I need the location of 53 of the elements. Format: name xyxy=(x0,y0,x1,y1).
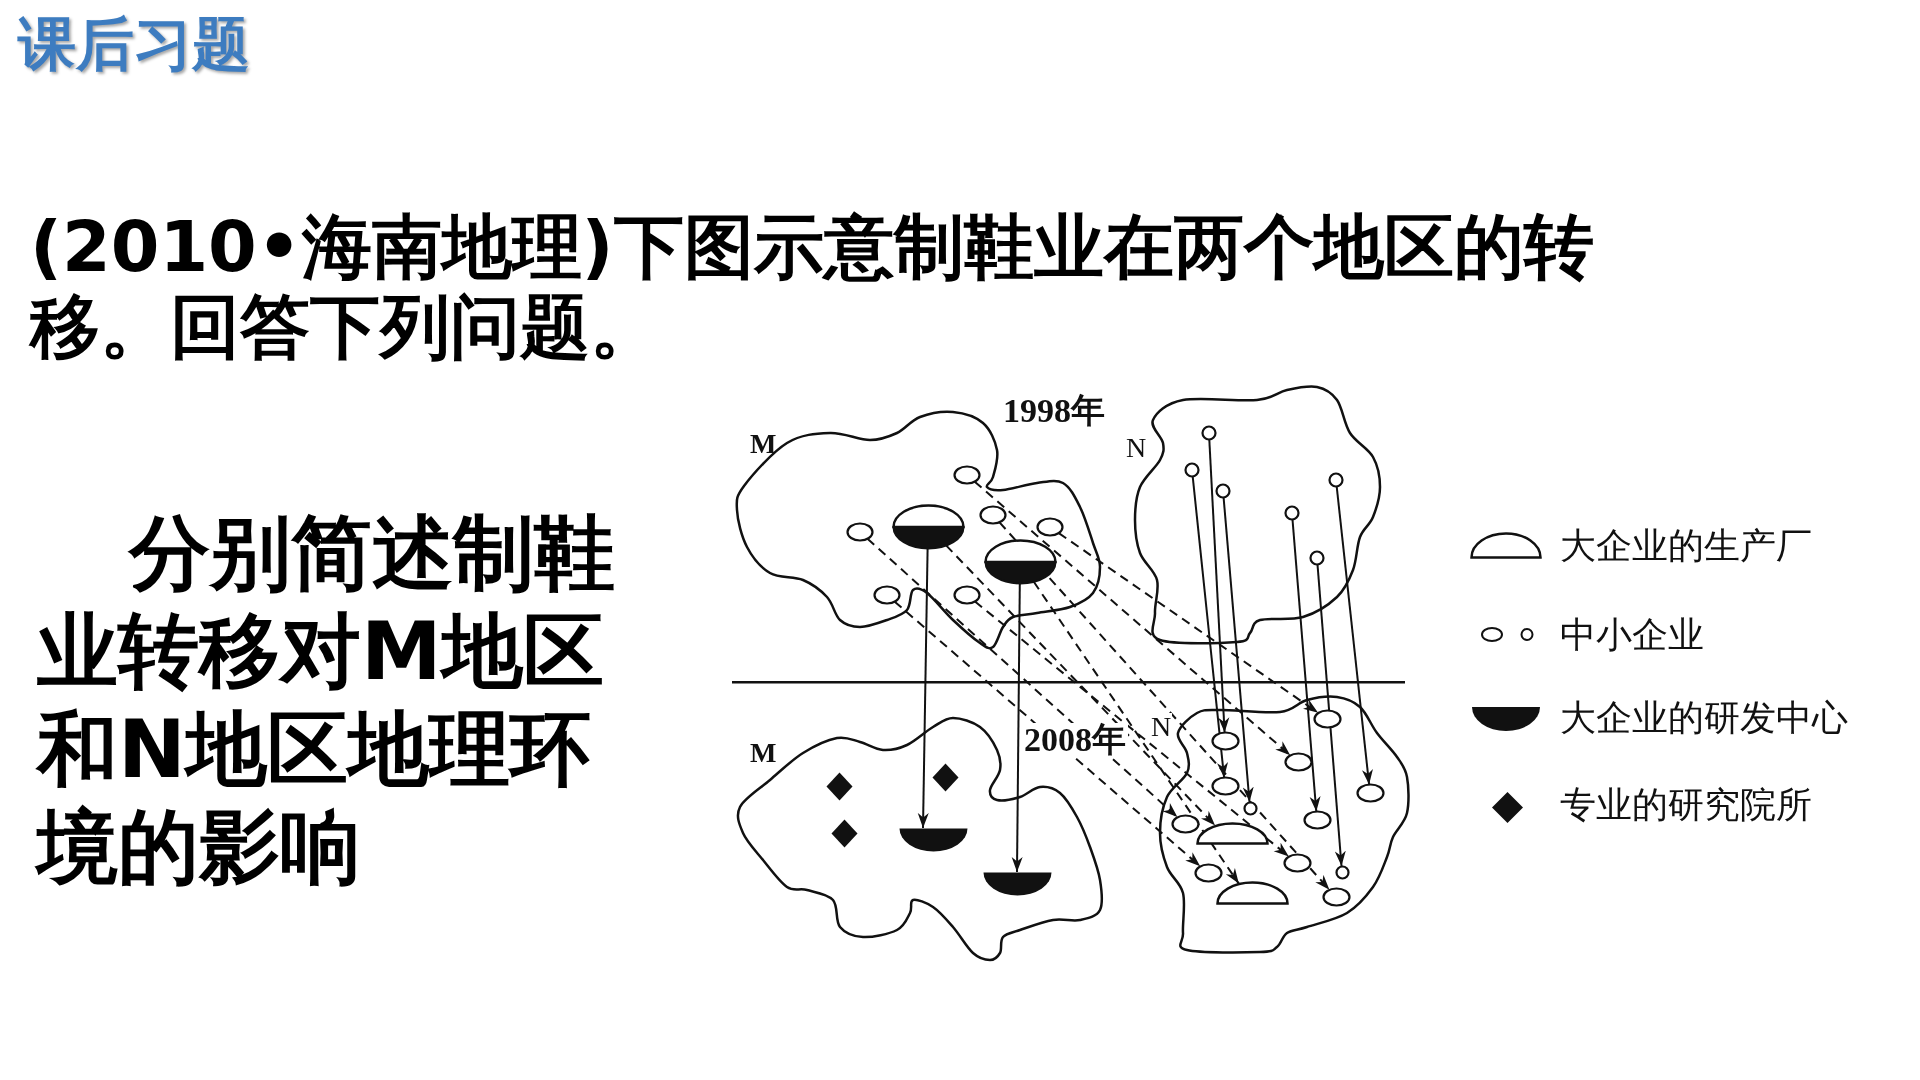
circle-icon xyxy=(1334,864,1350,880)
circle-icon xyxy=(1284,505,1300,521)
ellipse-icon xyxy=(1282,853,1312,873)
region-label: N xyxy=(1126,434,1147,462)
year-label: 1998年 xyxy=(1003,394,1105,428)
filled-semicircle-icon xyxy=(897,826,969,853)
dashed-arrow xyxy=(945,544,1217,827)
legend-label: 大企业的生产厂 xyxy=(1560,526,1812,566)
region-label: M xyxy=(750,430,777,458)
legend-label: 大企业的研发中心 xyxy=(1560,698,1848,738)
ellipse-icon xyxy=(1283,752,1313,772)
outlined-semicircle-icon xyxy=(1215,880,1289,905)
ellipse-icon xyxy=(1355,783,1385,803)
ellipse-icon xyxy=(1170,814,1200,834)
region-label: M xyxy=(750,739,777,767)
arrow xyxy=(1222,496,1254,803)
year-label: 2008年 xyxy=(1022,723,1128,757)
half-filled-ellipse-icon xyxy=(983,539,1057,585)
filled-semicircle-icon xyxy=(981,870,1053,897)
diamond-icon xyxy=(824,770,854,802)
slide-title: 课后习题 xyxy=(18,11,250,77)
dashed-arrow xyxy=(866,537,1179,819)
ellipse-icon xyxy=(1321,887,1351,907)
circle-icon xyxy=(1184,462,1200,478)
dashed-arrow xyxy=(1032,580,1240,885)
dashed-arrow xyxy=(974,600,1290,858)
ellipse-icon xyxy=(1302,810,1332,830)
dashed-arrow xyxy=(973,480,1292,757)
circle-icon xyxy=(1309,550,1325,566)
ellipse-icon xyxy=(1036,517,1064,537)
ellipse-icon xyxy=(1312,709,1342,729)
ellipse-icon xyxy=(953,465,981,485)
circle-icon xyxy=(1201,425,1217,441)
ellipse-icon xyxy=(1193,863,1223,883)
diamond-icon xyxy=(829,817,859,849)
diamond-icon xyxy=(930,761,960,793)
dashed-arrow xyxy=(893,600,1202,868)
ellipse-icon xyxy=(979,505,1007,525)
legend-label: 中小企业 xyxy=(1560,615,1704,655)
ellipse-icon xyxy=(1210,776,1240,796)
circle-icon xyxy=(1242,800,1258,816)
ellipse-icon xyxy=(953,585,981,605)
ellipse-icon xyxy=(846,522,874,542)
arrow xyxy=(1316,563,1346,867)
circle-icon xyxy=(1328,472,1344,488)
ellipse-icon xyxy=(873,585,901,605)
dashed-arrow xyxy=(998,521,1331,891)
half-filled-ellipse-icon xyxy=(891,504,965,550)
circle-icon xyxy=(1215,483,1231,499)
outlined-semicircle-icon xyxy=(1195,821,1269,845)
legend-label: 专业的研究院所 xyxy=(1560,785,1812,825)
ellipse-icon xyxy=(1210,731,1240,751)
question-text: (2010•海南地理)下图示意制鞋业在两个地区的转移。回答下列问题。 xyxy=(30,207,1595,367)
